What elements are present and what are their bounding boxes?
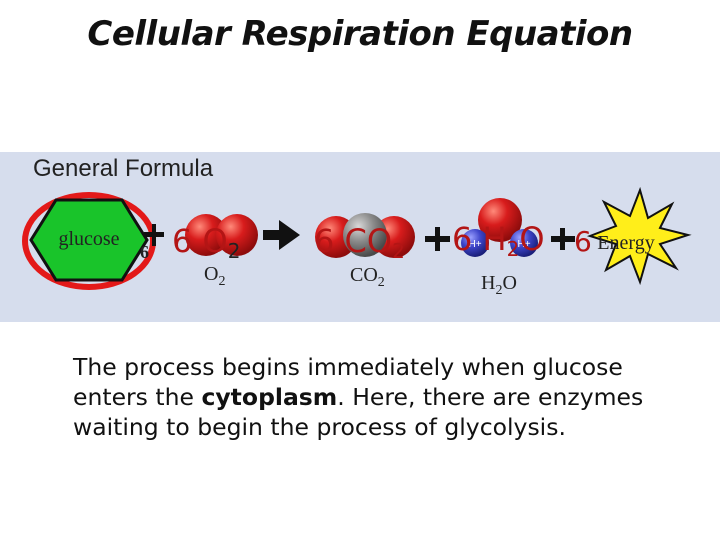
plus-sign — [425, 227, 450, 251]
hydrogen-atom — [461, 229, 489, 257]
oxygen-molecule — [185, 214, 258, 256]
glucose-label: glucose — [58, 228, 119, 250]
co2-caption: CO2 — [350, 264, 385, 290]
oxygen-atom — [216, 214, 258, 256]
o2-formula: 6 O2 — [172, 222, 240, 263]
section-label: General Formula — [33, 155, 214, 182]
equation-diagram: glucose 6 6 O2 O2 6 CO2 CO2 H+ H+ 6 H2O … — [22, 186, 692, 298]
co2-molecule — [315, 213, 415, 258]
energy-coefficient: 6 — [574, 225, 592, 258]
energy-burst: Energy — [586, 186, 692, 286]
h2o-caption: H2O — [481, 272, 517, 298]
energy-label: Energy — [597, 232, 654, 254]
reaction-arrow — [263, 220, 300, 250]
h-ion-label: H+ — [517, 239, 530, 250]
glucose-coefficient: 6 — [140, 242, 149, 262]
oxygen-atom — [478, 198, 522, 242]
page-title: Cellular Respiration Equation — [87, 14, 633, 54]
h2o-formula: 6 H2O — [452, 220, 545, 261]
hydrogen-atom — [510, 229, 538, 257]
co2-formula: 6 CO2 — [314, 222, 405, 263]
explanation-paragraph: The process begins immediately when gluc… — [73, 352, 673, 442]
starburst-icon — [586, 186, 692, 286]
plus-sign — [551, 228, 575, 250]
paragraph-text: . Here, there are enzymes waiting to beg… — [73, 383, 644, 441]
o2-caption: O2 — [204, 263, 225, 289]
plus-sign — [144, 224, 164, 246]
glucose-molecule: glucose — [22, 192, 156, 290]
h-ion-label: H+ — [468, 239, 481, 250]
glucose-hexagon — [29, 198, 149, 282]
oxygen-atom — [185, 214, 227, 256]
cytoplasm-term: cytoplasm — [201, 383, 338, 411]
water-molecule: H+ H+ — [461, 198, 538, 257]
carbon-atom — [343, 213, 387, 257]
paragraph-text: The process begins immediately when gluc… — [73, 353, 623, 411]
